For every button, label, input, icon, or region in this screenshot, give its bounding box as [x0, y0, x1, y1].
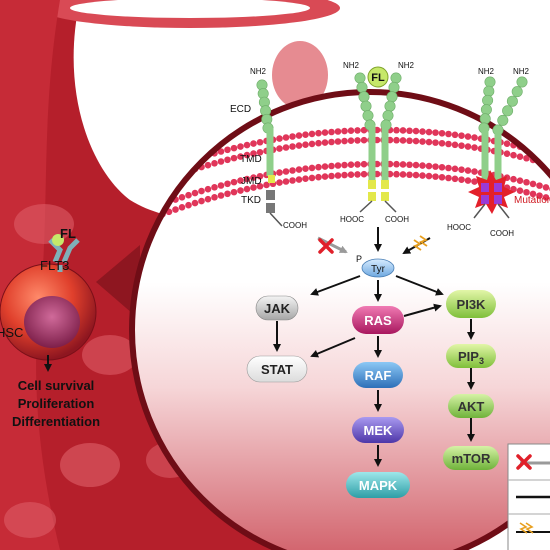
outcome-proliferation: Proliferation: [18, 396, 95, 411]
block-x-icon: [318, 238, 334, 254]
label-nh2-b2: NH2: [398, 61, 415, 70]
fl-ligand-bubble: [367, 66, 389, 88]
node-akt-label: AKT: [458, 399, 485, 414]
label-nh2-a: NH2: [250, 67, 267, 76]
receptor-ligand-bound: FL NH2 NH2 HOOC COOH: [340, 61, 415, 224]
zoom-pointer: [96, 245, 140, 320]
blocked-arrow: [317, 236, 348, 254]
node-raf: RAF: [353, 362, 403, 388]
node-mek-label: MEK: [364, 423, 394, 438]
node-pip3-label: PIP3: [458, 349, 484, 366]
label-mutation: Mutation: [514, 195, 550, 206]
node-mek: MEK: [352, 417, 404, 443]
label-tmd: TMD: [240, 154, 262, 165]
node-mtor: mTOR: [443, 446, 499, 470]
node-stat-label: STAT: [261, 362, 293, 377]
label-nh2-c1: NH2: [478, 67, 495, 76]
outcome-survival: Cell survival: [18, 378, 95, 393]
label-tyr: Tyr: [371, 264, 386, 275]
node-pi3k-label: PI3K: [457, 297, 487, 312]
constitutive-arrow: [402, 235, 431, 254]
node-mapk-label: MAPK: [359, 478, 398, 493]
lightning-icon: [413, 235, 428, 251]
label-ecd: ECD: [230, 104, 251, 115]
label-hooc-b: HOOC: [340, 215, 364, 224]
label-cooh-c: COOH: [490, 229, 514, 238]
label-hooc-c: HOOC: [447, 223, 471, 232]
node-mapk: MAPK: [346, 472, 410, 498]
cell-flt3-label: FLT3: [40, 258, 69, 273]
cell-flt3-receptor: FL FLT3: [40, 226, 80, 273]
node-jak-label: JAK: [264, 301, 291, 316]
label-cooh-b: COOH: [385, 215, 409, 224]
label-cooh-a: COOH: [283, 221, 307, 230]
outcome-list: Cell survival Proliferation Differentiat…: [12, 378, 100, 429]
legend-inhibition-icon: [516, 454, 550, 470]
outcome-differentiation: Differentiation: [12, 414, 100, 429]
node-ras: RAS: [352, 306, 404, 334]
mutation-burst-icon: [468, 170, 515, 214]
label-jmd: JMD: [241, 176, 262, 187]
receptor-inactive: NH2 ECD TMD JMD TKD COOH: [230, 67, 307, 230]
phospho-tyr: P Tyr: [356, 254, 395, 278]
receptor-mutated: NH2 NH2 Mutation HOOC COOH: [447, 67, 550, 238]
node-pi3k: PI3K: [446, 290, 496, 318]
label-nh2-b1: NH2: [343, 61, 360, 70]
legend-constitutive-icon: [516, 522, 550, 534]
label-tkd: TKD: [241, 195, 261, 206]
node-akt: AKT: [448, 394, 494, 418]
legend: [507, 443, 550, 550]
node-raf-label: RAF: [365, 368, 392, 383]
label-fl: FL: [371, 72, 385, 84]
hsc-cell: HSC: [0, 263, 97, 361]
cell-fl-label: FL: [60, 226, 76, 241]
node-stat: STAT: [246, 355, 308, 383]
node-jak: JAK: [255, 295, 299, 321]
label-p: P: [356, 254, 362, 264]
pathway-arrows: [273, 275, 475, 467]
node-pip3: PIP3: [446, 344, 496, 368]
hsc-label: HSC: [0, 325, 23, 340]
node-ras-label: RAS: [364, 313, 392, 328]
label-nh2-c2: NH2: [513, 67, 530, 76]
node-mtor-label: mTOR: [452, 451, 491, 466]
